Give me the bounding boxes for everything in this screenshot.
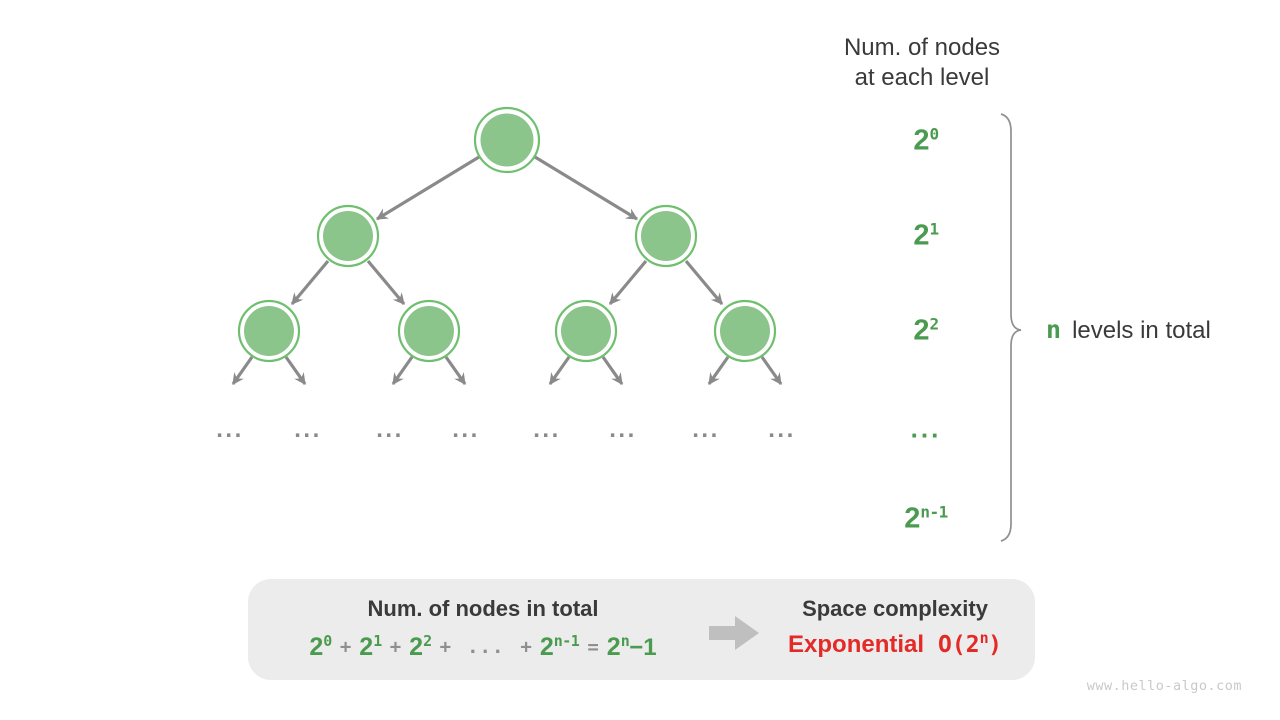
big-o-suffix: )	[988, 632, 1002, 658]
level-exponent: 2	[929, 314, 940, 334]
formula-operator: =	[587, 636, 599, 658]
leaf-arrow	[548, 356, 571, 385]
big-o-exponent: n	[979, 629, 989, 647]
big-o-prefix: O(2	[938, 632, 980, 658]
leaf-ellipsis: ...	[294, 416, 322, 443]
formula-operator: +	[389, 636, 402, 658]
level-label-last: 2n-1	[904, 503, 948, 536]
tree-node	[634, 204, 698, 268]
tree-node	[554, 299, 618, 363]
big-o-notation: O(2n)	[938, 629, 1002, 658]
formula-operator: +	[520, 636, 532, 658]
tree-node	[713, 299, 777, 363]
edge-l2l-a	[290, 259, 330, 306]
level-label-ellipsis: ...	[910, 413, 942, 444]
level-base: 2	[913, 219, 930, 252]
formula-operator: ...	[467, 636, 505, 658]
levels-column-header: Num. of nodes at each level	[844, 33, 1000, 93]
brace-annotation-text: levels in total	[1072, 317, 1211, 344]
levels-header-line1: Num. of nodes	[843, 34, 1001, 61]
implies-arrow-icon	[709, 616, 759, 650]
tree-node	[316, 204, 380, 268]
level-exponent: n-1	[920, 502, 948, 522]
edge-l2r-d	[684, 259, 724, 306]
formula-operator: +	[439, 636, 452, 658]
leaf-ellipsis: ...	[533, 416, 561, 443]
level-label-0: 20	[913, 124, 940, 158]
level-base: 2	[913, 314, 930, 347]
leaf-arrow	[760, 356, 783, 385]
tree-node	[397, 299, 461, 363]
tree-node-root	[473, 106, 541, 174]
leaf-arrow	[391, 356, 414, 385]
formula-power-term: 21	[359, 632, 382, 661]
summary-box: Num. of nodes in total 20 +21 +22 +... +2n-1…	[248, 579, 1035, 680]
tree-nodes	[237, 106, 777, 363]
leaf-ellipsis: ...	[768, 416, 796, 443]
leaf-ellipsis: ...	[376, 416, 404, 443]
levels-header-line2: at each level	[854, 64, 990, 91]
leaf-arrow	[707, 356, 730, 385]
leaf-ellipsis: ...	[452, 416, 480, 443]
level-label-1: 21	[913, 219, 940, 253]
brace-annotation: n levels in total	[1046, 315, 1211, 345]
space-complexity-column: Space complexity Exponential O(2n)	[765, 596, 1025, 662]
formula-power-term: 22	[409, 632, 432, 661]
levels-brace	[1000, 113, 1022, 542]
leaf-arrow	[601, 356, 624, 385]
level-label-2: 22	[913, 314, 940, 348]
formula-power-term: 2n−1	[606, 632, 657, 661]
level-exponent: 1	[929, 219, 940, 239]
leaf-arrow	[231, 356, 254, 385]
tree-node	[237, 299, 301, 363]
total-formula: 20 +21 +22 +... +2n-1 = 2n−1	[278, 632, 688, 665]
formula-operator: +	[339, 636, 352, 658]
tree-edges	[231, 155, 783, 385]
leaf-ellipsis: ...	[692, 416, 720, 443]
complexity-value: Exponential O(2n)	[765, 629, 1025, 662]
edge-l2l-b	[366, 259, 406, 306]
edge-l2r-c	[608, 259, 648, 306]
edge-root-left	[376, 155, 480, 221]
edge-root-right	[534, 155, 638, 221]
complexity-word: Exponential	[788, 631, 925, 658]
leaf-ellipsis: ...	[216, 416, 244, 443]
formula-power-term: 20	[309, 632, 332, 661]
leaf-ellipsis: ...	[609, 416, 637, 443]
formula-power-term: 2n-1	[539, 632, 580, 661]
total-nodes-title: Num. of nodes in total	[367, 596, 599, 621]
watermark: www.hello-algo.com	[1086, 678, 1242, 694]
leaf-arrow	[444, 356, 467, 385]
n-variable: n	[1046, 315, 1062, 344]
leaf-arrow	[284, 356, 307, 385]
level-base: 2	[913, 124, 930, 157]
space-complexity-title: Space complexity	[802, 596, 988, 621]
level-base: 2	[904, 502, 921, 535]
level-exponent: 0	[929, 124, 940, 144]
total-nodes-column: Num. of nodes in total 20 +21 +22 +... +2n-1…	[278, 596, 688, 665]
